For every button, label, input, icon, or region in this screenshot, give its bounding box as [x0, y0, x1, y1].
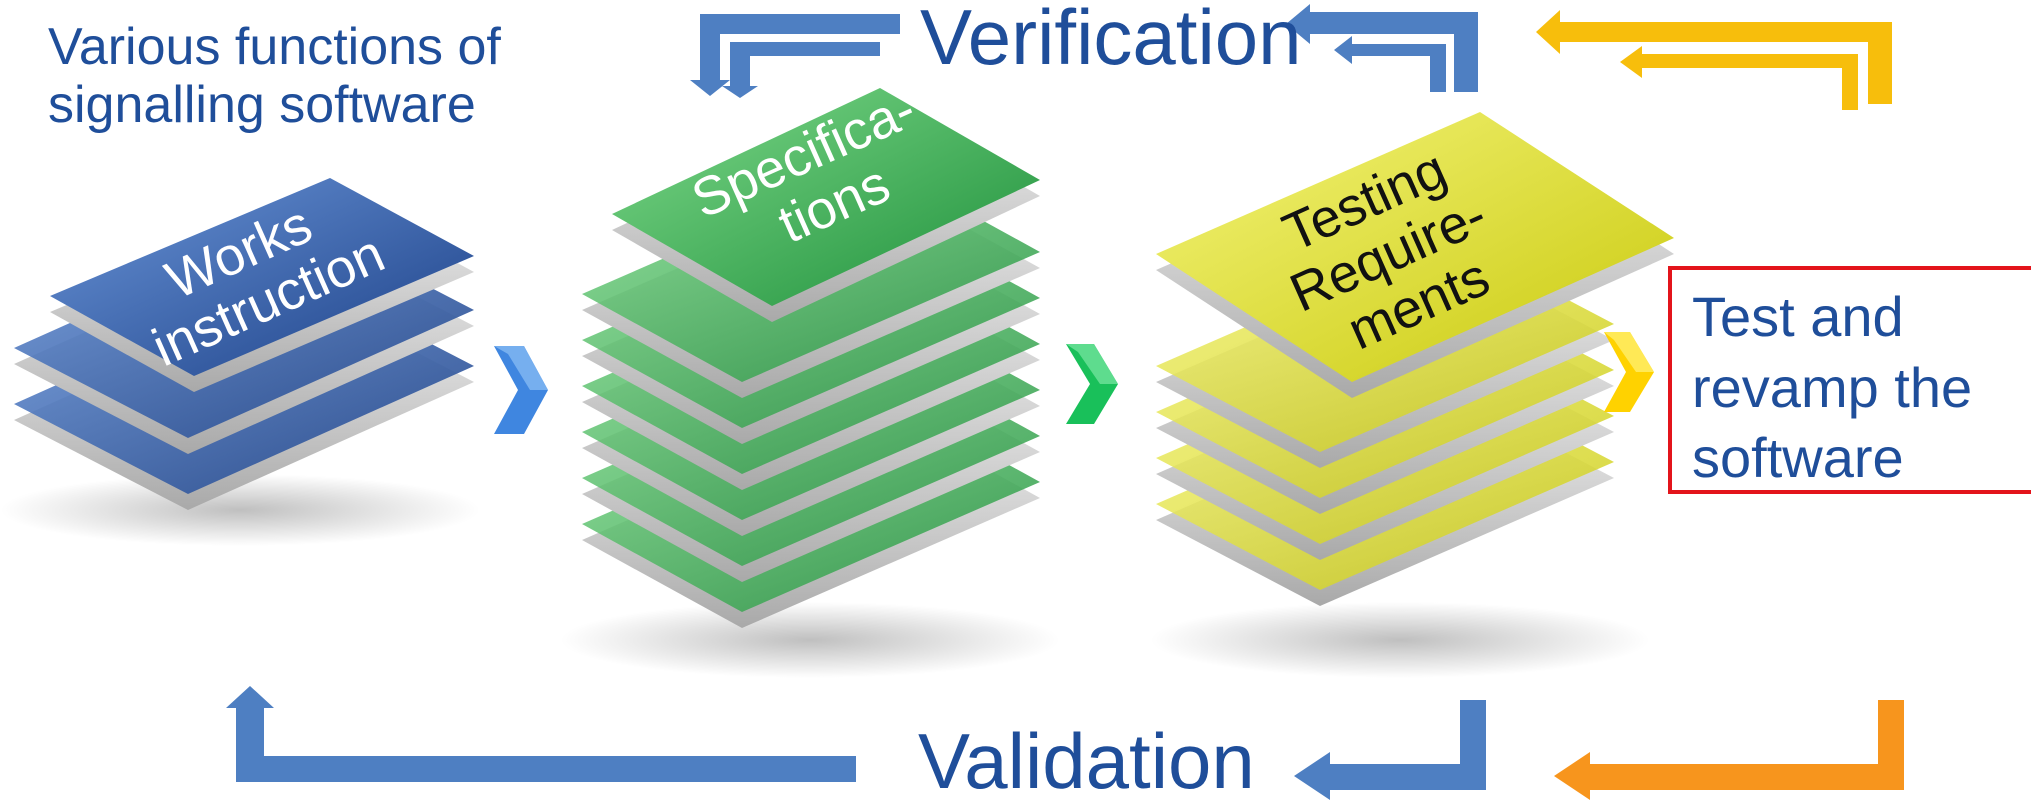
test-box-text: Test and revamp the software — [1672, 270, 2031, 494]
verification-right-arrow — [1286, 4, 1478, 92]
test-box-line2: revamp the — [1692, 355, 1973, 419]
intro-line2: signalling software — [48, 76, 476, 135]
green-chevron-icon — [1066, 344, 1118, 424]
intro-heading: Various functions of signalling software — [48, 18, 501, 134]
verification-label: Verification — [920, 0, 1302, 81]
verification-left-arrow — [690, 14, 900, 96]
test-and-revamp-box: Test and revamp the software — [1668, 266, 2031, 494]
test-box-line1: Test and — [1692, 285, 1904, 348]
verification-gold-arrow — [1536, 10, 1892, 104]
works-layer-top — [50, 178, 474, 392]
verification-right-inner-arrow — [1334, 36, 1446, 92]
validation-label: Validation — [918, 717, 1255, 805]
works-instruction-stack: Works instruction — [0, 178, 480, 546]
yellow-chevron-icon — [1604, 332, 1654, 412]
testing-layers — [1156, 238, 1614, 606]
intro-line1: Various functions of — [48, 18, 501, 76]
blue-chevron-icon — [494, 346, 548, 434]
testing-requirements-stack: Testing Require- ments — [1150, 112, 1674, 678]
specs-layer-top — [612, 88, 1040, 322]
test-box-line3: software — [1692, 426, 1904, 490]
testing-layer-top — [1156, 112, 1674, 398]
specifications-stack: Specifica- tions — [560, 79, 1060, 678]
verification-gold-inner-arrow — [1620, 46, 1858, 110]
verification-arrows — [690, 4, 1892, 110]
verification-left-inner-arrow — [722, 42, 880, 98]
validation-right-arrow — [1294, 700, 1486, 800]
validation-arrows — [226, 686, 1904, 800]
validation-orange-arrow — [1554, 700, 1904, 800]
validation-left-arrow — [226, 686, 856, 782]
testing-title: Testing Require- ments — [1258, 125, 1532, 376]
